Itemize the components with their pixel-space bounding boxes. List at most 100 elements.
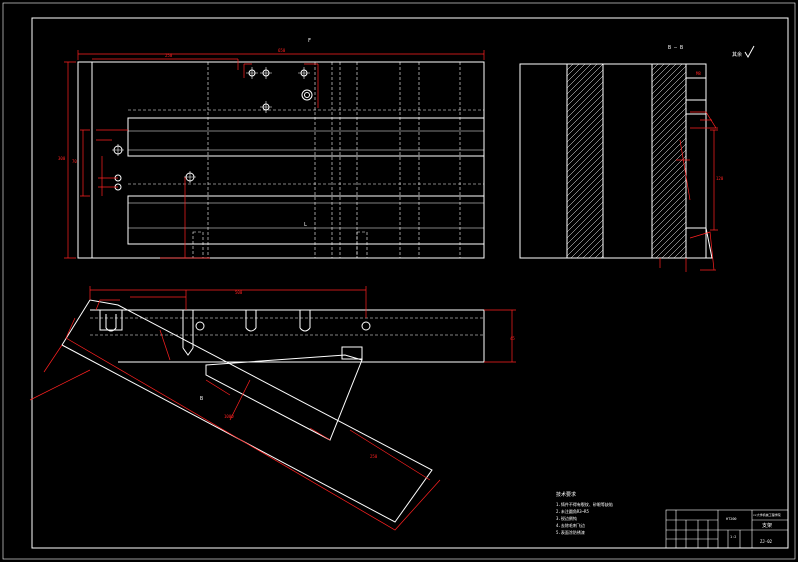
hatch-line: [651, 65, 687, 101]
hatch-line: [651, 173, 687, 209]
hatch-line: [651, 179, 687, 215]
hatch-line: [566, 201, 604, 239]
hatch-line: [651, 101, 687, 137]
hatch-line: [651, 131, 687, 167]
view-label-top: F: [308, 38, 311, 44]
brace-cap: [341, 346, 363, 360]
hatch-line: [651, 215, 687, 251]
svg-text:45: 45: [510, 336, 515, 341]
roughness-symbol: [744, 45, 755, 59]
hatch-line: [651, 63, 665, 77]
hatch-line: [651, 221, 687, 257]
bolt[interactable]: [99, 309, 123, 332]
notes-item: 1.铸件不得有裂纹、砂眼等缺陷: [556, 501, 613, 507]
sheet-border-inner: [31, 17, 789, 549]
hatch-line: [651, 191, 687, 227]
hatch-line: [582, 237, 604, 259]
front-view[interactable]: B: [61, 299, 485, 523]
hatch-line: [651, 83, 687, 119]
hatch-line: [566, 105, 604, 143]
title-school: ××大学机械工程学院: [753, 512, 781, 517]
hatch-line: [566, 177, 604, 215]
hatch-line: [566, 75, 604, 113]
view-label-side: B — B: [668, 45, 683, 51]
top-view-dimensions: 650 250 300 70: [58, 48, 485, 259]
hatch-line: [651, 113, 687, 149]
svg-text:250: 250: [370, 454, 378, 459]
top-view[interactable]: L F: [77, 38, 485, 259]
svg-text:650: 650: [278, 48, 286, 53]
bottom-slot: [192, 231, 204, 259]
side-view-outline: [519, 63, 707, 259]
bolt[interactable]: [299, 310, 311, 332]
hatch-line: [566, 63, 592, 89]
hatch-line: [566, 111, 604, 149]
hatch-line: [566, 63, 604, 101]
title-block-frame: [665, 509, 789, 549]
hatch-line: [655, 227, 687, 259]
front-view-dimensions: 500 45 1000 250: [29, 286, 516, 531]
svg-text:70: 70: [72, 159, 77, 164]
hatch-line: [679, 251, 687, 259]
bolt[interactable]: [245, 310, 257, 332]
hatch-line: [566, 165, 604, 203]
flange-step: [685, 63, 707, 79]
inner-brace: [205, 354, 363, 441]
bolt-hole[interactable]: [195, 321, 205, 331]
hatch-line: [651, 77, 687, 113]
notes-heading: 技术要求: [556, 491, 576, 498]
hatch-line: [566, 87, 604, 125]
bolt[interactable]: [182, 310, 194, 356]
hatch-line: [651, 167, 687, 203]
notes-item: 4.去除毛刺飞边: [556, 522, 585, 528]
hatch-line: [566, 63, 598, 95]
side-view[interactable]: B — B 其余: [519, 45, 755, 259]
hatch-line: [594, 249, 604, 259]
hatch-line: [566, 219, 604, 257]
hatch-line: [566, 63, 574, 71]
hatch-line: [566, 123, 604, 161]
top-view-outline: [77, 61, 485, 259]
bolt-hole[interactable]: [361, 321, 371, 331]
rail-upper: [127, 117, 485, 157]
side-section-right: [651, 63, 687, 259]
hatch-line: [651, 63, 671, 83]
hatch-line: [651, 119, 687, 155]
svg-text:120: 120: [716, 176, 724, 181]
hatch-line: [566, 153, 604, 191]
hatch-line: [651, 197, 687, 233]
hatch-line: [566, 117, 604, 155]
hatch-line: [566, 213, 604, 251]
hatch-line: [651, 161, 687, 197]
svg-text:500: 500: [235, 290, 243, 295]
technical-notes: 技术要求 1.铸件不得有裂纹、砂眼等缺陷 2.未注圆角R3~R5 3.锐边倒钝 …: [556, 491, 613, 535]
hatch-line: [566, 171, 604, 209]
hatch-line: [651, 63, 677, 89]
flange-step: [685, 99, 707, 115]
hatch-line: [566, 99, 604, 137]
hatch-line: [651, 155, 687, 191]
hatch-line: [651, 71, 687, 107]
section-mark: L: [304, 222, 307, 228]
svg-text:M8: M8: [696, 71, 701, 76]
hatch-line: [651, 143, 687, 179]
hatch-line: [566, 81, 604, 119]
hatch-line: [566, 141, 604, 179]
hatch-line: [667, 239, 687, 259]
rail-lower: [127, 195, 485, 245]
section-hatch: [566, 63, 687, 259]
hatch-line: [566, 69, 604, 107]
hatch-line: [566, 63, 580, 77]
hatch-line: [651, 203, 687, 239]
hatch-line: [651, 125, 687, 161]
title-drawing-no: ZJ-02: [760, 539, 773, 544]
bolt-hole[interactable]: [301, 89, 313, 101]
hatch-line: [588, 243, 604, 259]
title-block[interactable]: 支架 ZJ-02 ××大学机械工程学院 1:2 HT200: [665, 509, 789, 549]
svg-text:1000: 1000: [224, 414, 234, 419]
title-block-grid: [666, 510, 788, 548]
hatch-line: [566, 63, 586, 83]
angle-mark: B: [200, 396, 203, 402]
